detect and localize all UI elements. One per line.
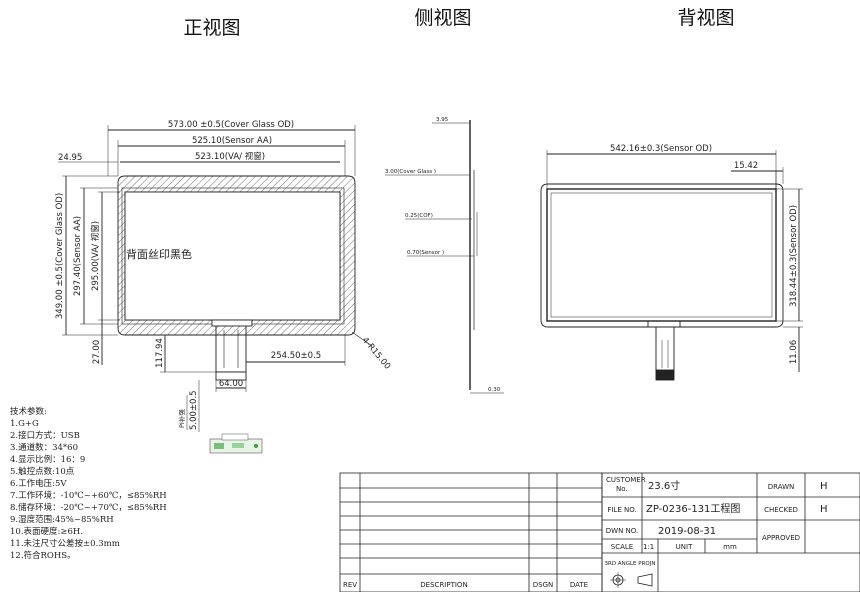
spec-heading: 技术参数: bbox=[10, 406, 47, 417]
spec-item: 5.触控点数:10点 bbox=[10, 466, 75, 477]
scale-label: SCALE bbox=[611, 543, 633, 551]
spec-item: 7.工作环境：-10℃~+60℃，≤85%RH bbox=[10, 490, 167, 501]
back-print-note: 背面丝印黑色 bbox=[126, 247, 192, 261]
side-dim-total: 3.95 bbox=[436, 117, 449, 123]
dim-sensor-aa-height: 297.40(Sensor AA) bbox=[73, 216, 83, 296]
spec-item: 3.通道数：34*60 bbox=[10, 442, 78, 453]
checked-value: H bbox=[820, 504, 828, 515]
dim-corner-radius: 4-R15.00 bbox=[360, 336, 393, 372]
spec-item: 6.工作电压:5V bbox=[10, 478, 67, 489]
spec-item: 9.湿度范围:45%~85%RH bbox=[10, 514, 114, 525]
spec-item: 10.表面硬度:≥6H. bbox=[10, 526, 83, 537]
back-dim-offset-width: 15.42 bbox=[734, 161, 758, 171]
spec-notes: 技术参数: 1.G+G 2.接口方式：USB 3.通道数：34*60 4.显示比… bbox=[10, 406, 167, 561]
dwn-no-label: DWN NO. bbox=[606, 527, 638, 535]
back-view bbox=[540, 150, 803, 381]
scale-value: 1:1 bbox=[643, 543, 654, 551]
spec-item: 12.符合ROHS。 bbox=[10, 550, 76, 561]
drawn-label: DRAWN bbox=[768, 483, 795, 491]
side-dim-cover-glass: 3.00(Cover Glass ) bbox=[385, 169, 436, 175]
dim-va-height: 295.00(VA/ 视窗) bbox=[90, 221, 101, 291]
file-no-label: FILE NO. bbox=[607, 506, 636, 514]
projection-label: 3RD ANGLE PROJN bbox=[605, 561, 656, 567]
file-no-value: ZP-0236-131工程图 bbox=[646, 503, 740, 515]
date-header: DATE bbox=[570, 581, 588, 589]
back-view-title: 背视图 bbox=[677, 7, 734, 29]
dwn-no-value: 2019-08-31 bbox=[658, 526, 716, 537]
dim-glass-od-height: 349.00 ±0.5(Cover Glass OD) bbox=[55, 193, 65, 319]
unit-label: UNIT bbox=[676, 543, 693, 551]
front-view-title: 正视图 bbox=[183, 17, 240, 39]
description-header: DESCRIPTION bbox=[420, 581, 467, 589]
revision-table bbox=[339, 472, 603, 592]
title-block bbox=[601, 472, 860, 592]
side-dim-fpc: 0.30 bbox=[488, 387, 501, 393]
approved-label: APPROVED bbox=[762, 534, 800, 542]
dim-fpc-length: 117.94 bbox=[155, 338, 165, 368]
spec-item: 8.储存环境：-20℃~+70℃，≤85%RH bbox=[10, 502, 167, 513]
back-dim-sensor-od-width: 542.16±0.3(Sensor OD) bbox=[610, 144, 712, 154]
front-view bbox=[58, 125, 373, 392]
customer-value: 23.6寸 bbox=[648, 479, 680, 492]
pi-stiffener-label: PI补强 bbox=[177, 409, 186, 428]
customer-label: CUSTOMER bbox=[606, 476, 646, 484]
third-angle-projection-icon bbox=[610, 572, 653, 588]
spec-item: 4.显示比例：16：9 bbox=[10, 454, 85, 465]
checked-label: CHECKED bbox=[764, 506, 798, 514]
back-dim-sensor-od-height: 318.44±0.3(Sensor OD) bbox=[789, 205, 799, 307]
drawn-value: H bbox=[820, 481, 828, 492]
dim-bottom-margin: 27.00 bbox=[92, 340, 102, 364]
spec-item: 1.G+G bbox=[10, 419, 39, 429]
side-view-title: 侧视图 bbox=[414, 7, 471, 29]
back-dim-offset-height: 11.06 bbox=[789, 340, 799, 364]
dsgn-header: DSGN bbox=[533, 581, 554, 589]
rev-header: REV bbox=[343, 581, 357, 589]
spec-item: 2.接口方式：USB bbox=[10, 430, 80, 441]
dim-sensor-aa-width: 525.10(Sensor AA) bbox=[192, 136, 272, 146]
customer-no-label: No. bbox=[616, 485, 628, 493]
dim-pi-width: 5.00±0.5 bbox=[189, 390, 199, 430]
dim-left-margin: 24.95 bbox=[58, 153, 82, 163]
side-view bbox=[385, 120, 504, 394]
dim-glass-od-width: 573.00 ±0.5(Cover Glass OD) bbox=[168, 120, 294, 130]
dim-va-width: 523.10(VA/ 视窗) bbox=[195, 151, 265, 162]
side-dim-sensor: 0.70(Sensor ) bbox=[407, 250, 444, 256]
spec-item: 11.未注尺寸公差按±0.3mm bbox=[10, 538, 120, 549]
side-dim-cof: 0.25(COF) bbox=[405, 213, 433, 219]
dim-fpc-width: 64.00 bbox=[219, 379, 243, 389]
fpc-connector-detail bbox=[209, 433, 263, 454]
unit-value: mm bbox=[723, 543, 737, 551]
dim-fpc-offset: 254.50±0.5 bbox=[271, 351, 321, 361]
